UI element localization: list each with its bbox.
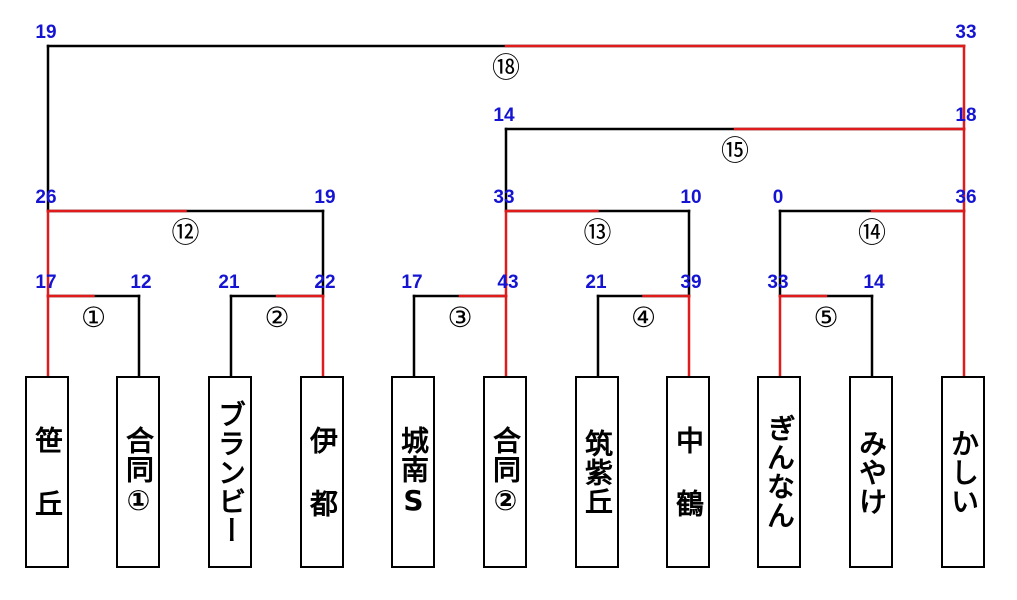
score-left-m15: 14 (493, 105, 515, 126)
team-name: 合同② (489, 426, 522, 518)
score-left-m3: 17 (401, 272, 422, 293)
team-name: かしい (947, 428, 980, 516)
team-name: ブランビー (214, 399, 247, 545)
score-right-m1: 12 (130, 272, 151, 293)
score-right-m12: 19 (314, 187, 335, 208)
score-left-m4: 21 (585, 272, 607, 293)
score-left-m2: 21 (218, 272, 240, 293)
team-name: 中 鶴 (672, 426, 705, 518)
score-left-m13: 33 (493, 187, 514, 208)
match-label-m2: ② (264, 301, 289, 334)
team-box-t8: 中 鶴 (666, 376, 710, 568)
match-label-m3: ③ (447, 301, 472, 334)
score-right-m3: 43 (497, 272, 518, 293)
team-name: 笹 丘 (31, 426, 64, 518)
team-box-t5: 城南S (391, 376, 435, 568)
score-right-m18: 33 (955, 22, 976, 43)
team-name: 合同① (122, 426, 155, 518)
match-label-m4: ④ (631, 301, 656, 334)
match-label-m14: ⑭ (858, 216, 886, 249)
score-left-m12: 26 (35, 187, 56, 208)
team-name: 伊 都 (306, 426, 339, 518)
score-right-m2: 22 (314, 272, 335, 293)
team-box-t3: ブランビー (208, 376, 252, 568)
match-label-m12: ⑫ (171, 216, 199, 249)
team-box-t4: 伊 都 (300, 376, 344, 568)
team-name: 城南S (397, 426, 430, 518)
match-label-m13: ⑬ (583, 216, 611, 249)
score-right-m15: 18 (955, 105, 976, 126)
score-right-m13: 10 (680, 187, 701, 208)
team-box-t10: みやけ (849, 376, 893, 568)
team-name: 筑紫丘 (581, 428, 614, 516)
team-box-t1: 笹 丘 (25, 376, 69, 568)
score-left-m14: 0 (773, 187, 784, 208)
match-label-m5: ⑤ (813, 301, 838, 334)
team-name: みやけ (855, 428, 888, 516)
team-box-t11: かしい (941, 376, 985, 568)
team-box-t7: 筑紫丘 (575, 376, 619, 568)
team-box-t2: 合同① (116, 376, 160, 568)
match-label-m15: ⑮ (721, 134, 749, 167)
score-left-m18: 19 (35, 22, 56, 43)
score-right-m14: 36 (955, 187, 976, 208)
match-label-m1: ① (81, 301, 106, 334)
team-box-t6: 合同② (483, 376, 527, 568)
match-label-m18: ⑱ (492, 51, 520, 84)
score-right-m4: 39 (680, 272, 701, 293)
team-name: ぎんなん (763, 414, 796, 530)
score-left-m1: 17 (35, 272, 56, 293)
score-right-m5: 14 (863, 272, 885, 293)
score-left-m5: 33 (767, 272, 788, 293)
team-box-t9: ぎんなん (757, 376, 801, 568)
